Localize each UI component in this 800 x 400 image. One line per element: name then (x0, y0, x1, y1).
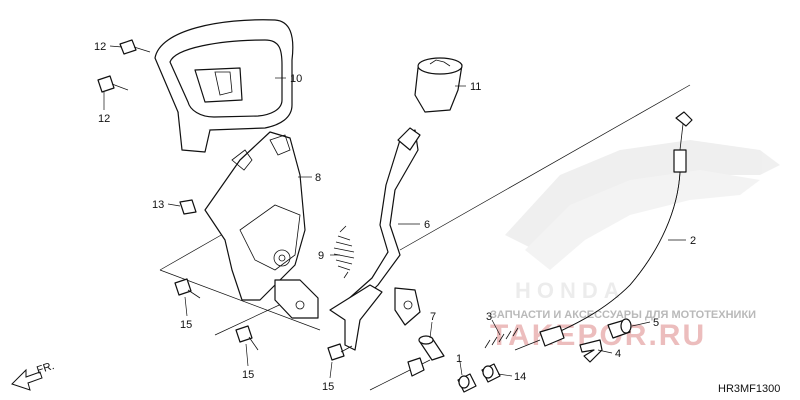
shift-cable-part (514, 111, 693, 351)
cable-spring-part (484, 327, 519, 349)
callout-13: 13 (152, 199, 164, 211)
callout-15-right: 15 (322, 381, 334, 393)
bolt-15-left (174, 278, 201, 299)
bolt-12-lower (97, 75, 129, 93)
callout-1: 1 (456, 353, 462, 365)
callout-10: 10 (290, 73, 302, 85)
callout-14: 14 (514, 371, 526, 383)
watermark-tagline: ЗАПЧАСТИ И АКСЕССУАРЫ ДЛЯ МОТОТЕХНИКИ (490, 309, 756, 321)
bolt-12-top (119, 39, 151, 55)
callout-2: 2 (690, 235, 696, 247)
nut-13 (179, 199, 197, 215)
callout-8: 8 (315, 172, 321, 184)
honda-wing-watermark: HONDA (505, 140, 780, 303)
diagram-code: HR3MF1300 (718, 383, 780, 395)
callout-5: 5 (653, 317, 659, 329)
callout-7: 7 (430, 311, 436, 323)
guide-line-left (159, 229, 231, 271)
callout-9: 9 (318, 250, 324, 262)
front-label: FR. (35, 360, 56, 377)
return-spring-part (333, 225, 355, 279)
shift-lever-part (329, 127, 421, 351)
cable-clip-part (579, 339, 603, 363)
callout-15-left: 15 (180, 319, 192, 331)
callout-15-mid: 15 (242, 369, 254, 381)
bolt-15-mid (235, 325, 259, 351)
callout-4: 4 (615, 348, 621, 360)
cable-collar-part (607, 318, 632, 339)
bushing-part-14 (481, 363, 501, 383)
callout-12-lower: 12 (98, 113, 110, 125)
watermark-brand: HONDA (515, 278, 626, 303)
callout-3: 3 (486, 311, 492, 323)
shift-cover-part (154, 19, 294, 153)
shift-knob-part (414, 57, 463, 113)
callout-11: 11 (470, 81, 481, 93)
bracket-plate-part (204, 131, 319, 319)
leader-lines (103, 45, 686, 379)
guide-line-upper (399, 84, 691, 251)
pivot-bolt-part (418, 335, 445, 361)
front-direction-arrow-icon (11, 368, 43, 391)
bolt-15-right (327, 343, 353, 361)
callout-6: 6 (424, 219, 430, 231)
nut-part (407, 357, 425, 377)
collar-part-1 (457, 373, 477, 393)
guide-line-lower (214, 299, 291, 336)
callout-12-top: 12 (94, 41, 106, 53)
